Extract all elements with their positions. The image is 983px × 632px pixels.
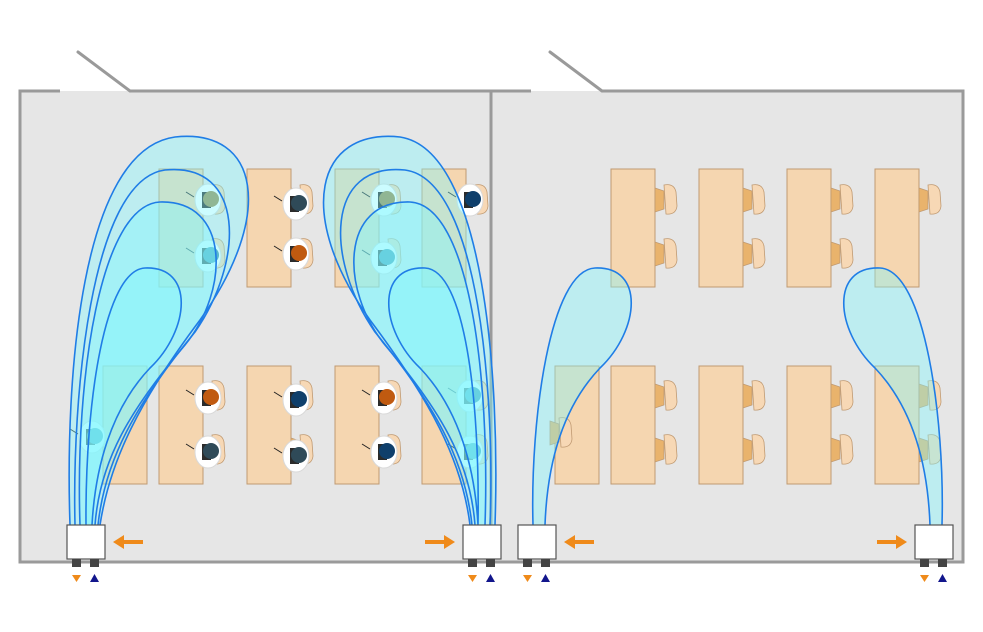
students xyxy=(69,183,484,473)
triangle-down-icon xyxy=(523,575,532,582)
desk-icon xyxy=(158,168,204,288)
chair-icon xyxy=(830,380,854,411)
air-conditioner-icon[interactable] xyxy=(914,524,954,582)
door-icon[interactable] xyxy=(548,50,604,93)
chair-icon xyxy=(742,434,766,465)
person-icon xyxy=(69,420,106,454)
door-icon[interactable] xyxy=(76,50,132,93)
person-icon xyxy=(273,383,310,417)
desk-icon xyxy=(246,365,292,485)
person-icon xyxy=(361,241,398,275)
person-icon xyxy=(273,439,310,473)
person-icon xyxy=(185,435,222,469)
chair-icon xyxy=(918,184,942,215)
person-icon xyxy=(273,187,310,221)
air-conditioner-units xyxy=(66,524,954,582)
person-icon xyxy=(273,237,310,271)
left-room-furniture xyxy=(102,168,489,485)
chair-icon xyxy=(742,380,766,411)
desk-icon xyxy=(610,365,656,485)
desk-icon xyxy=(874,168,920,288)
chair-icon xyxy=(830,184,854,215)
airflow-icon xyxy=(531,267,944,526)
triangle-down-icon xyxy=(468,575,477,582)
air-conditioner-icon[interactable] xyxy=(517,524,557,582)
desk-icon xyxy=(246,168,292,288)
triangle-up-icon xyxy=(90,574,99,582)
desk-icon xyxy=(698,168,744,288)
triangle-up-icon xyxy=(938,574,947,582)
person-icon xyxy=(185,183,222,217)
arrow-icon xyxy=(113,535,143,549)
airflow-icon xyxy=(68,135,497,526)
chair-icon xyxy=(830,238,854,269)
triangle-up-icon xyxy=(486,574,495,582)
arrow-icon xyxy=(877,535,907,549)
chair-icon xyxy=(742,238,766,269)
person-icon xyxy=(447,183,484,217)
triangle-down-icon xyxy=(920,575,929,582)
desk-icon xyxy=(158,365,204,485)
chair-icon xyxy=(654,238,678,269)
person-icon xyxy=(361,381,398,415)
desk-icon xyxy=(786,365,832,485)
desk-icon xyxy=(102,365,148,485)
chair-icon xyxy=(654,380,678,411)
desk-icon xyxy=(610,168,656,288)
triangle-down-icon xyxy=(72,575,81,582)
person-icon xyxy=(361,435,398,469)
person-icon xyxy=(185,381,222,415)
person-icon xyxy=(361,183,398,217)
desk-icon xyxy=(334,365,380,485)
chair-icon xyxy=(742,184,766,215)
arrow-icon xyxy=(425,535,455,549)
chair-icon xyxy=(830,434,854,465)
arrow-icon xyxy=(564,535,594,549)
desk-icon xyxy=(786,168,832,288)
air-conditioner-icon[interactable] xyxy=(66,524,106,582)
chair-icon xyxy=(654,184,678,215)
triangle-up-icon xyxy=(541,574,550,582)
desk-icon xyxy=(698,365,744,485)
air-conditioner-icon[interactable] xyxy=(462,524,502,582)
right-room-furniture xyxy=(549,168,942,485)
chair-icon xyxy=(654,434,678,465)
